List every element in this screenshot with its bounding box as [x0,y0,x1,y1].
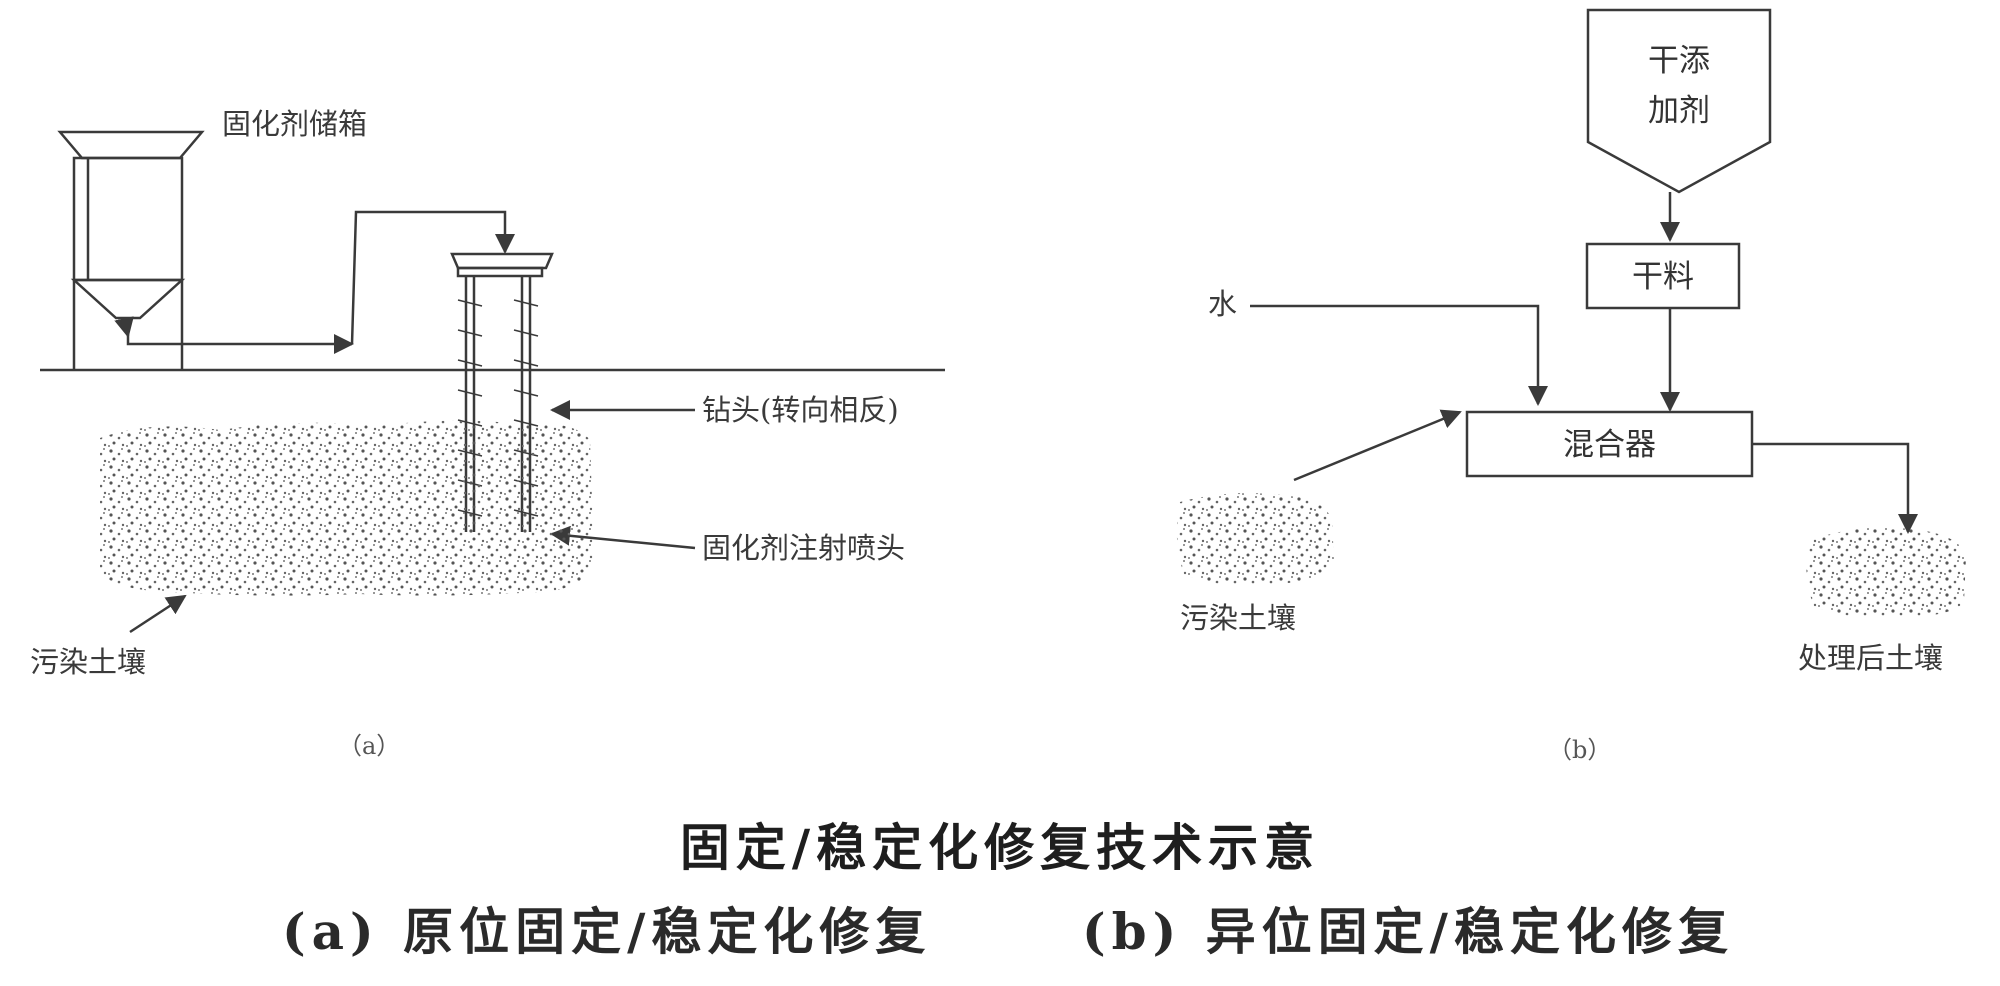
water-arrow [1250,304,1548,406]
contaminated-soil-b [1176,493,1334,585]
drill-label: 钻头(转向相反) [702,393,899,427]
feed-box [1585,242,1741,310]
panel-b-tag: （b） [1548,736,1612,764]
hopper-label: 固化剂储箱 [222,107,368,141]
hopper-tank [57,130,205,370]
figure-title: 固定/稳定化修复技术示意 [679,818,1321,877]
soil-in-label: 污染土壤 [1180,601,1297,635]
mixer-label: 混合器 [1563,427,1656,463]
soil-pointer-a [129,594,187,634]
treated-soil-b [1806,527,1966,617]
soil-label-a: 污染土壤 [30,645,147,679]
soil-in-arrow [1293,409,1462,482]
mixer-out-arrow [1752,442,1918,534]
water-label: 水 [1208,287,1238,321]
panel-a-tag: （a） [338,732,401,760]
soil-out-label: 处理后土壤 [1798,641,1944,675]
additive-label-line2: 加剂 [1648,93,1710,129]
additive-hopper [1586,8,1772,194]
nozzle-label: 固化剂注射喷头 [702,531,906,565]
feed-label: 干料 [1632,259,1694,295]
caption-b: (b) 异位固定/稳定化修复 [1082,902,1734,961]
additive-label-line1: 干添 [1648,43,1710,79]
contaminated-soil-a [100,420,594,596]
feed-pipe [114,210,515,354]
caption-a: (a) 原位固定/稳定化修复 [282,902,932,961]
